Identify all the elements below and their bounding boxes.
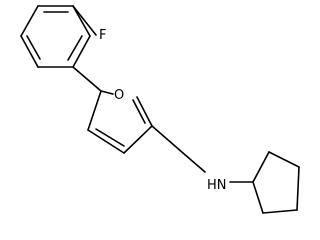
furan-ch2-bond (151, 125, 184, 154)
structure-diagram: F O HN (20, 5, 300, 214)
fluorine-label: F (99, 28, 106, 43)
amine-label: HN (207, 178, 227, 193)
furan-oxygen-label: O (114, 88, 124, 103)
ch2-n-bond (182, 152, 206, 173)
aryl-furan-bond (72, 66, 102, 92)
c-f-bond (72, 5, 97, 36)
cyclopentyl-ring (252, 151, 300, 214)
fluorophenyl-ring (20, 5, 91, 68)
furan-ring (87, 90, 153, 154)
